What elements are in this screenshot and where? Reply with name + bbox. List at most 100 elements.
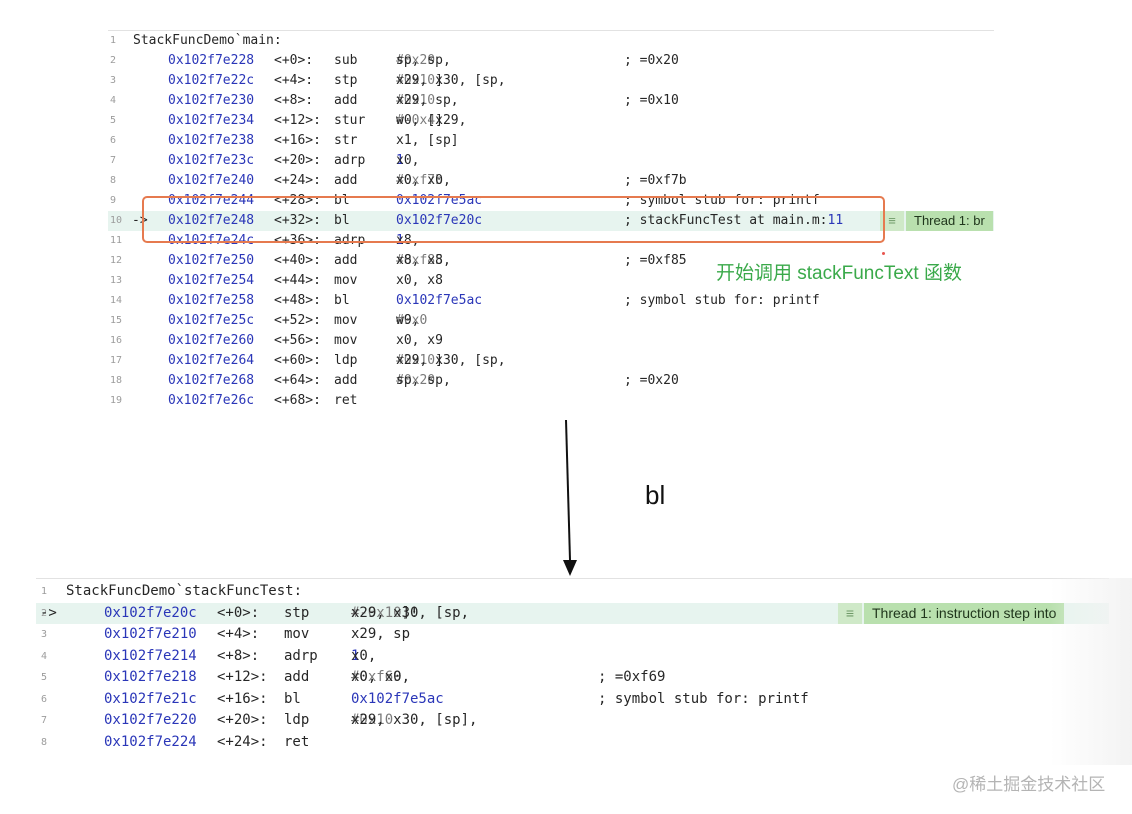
branch-target-address[interactable]: 0x102f7e5ac <box>351 690 444 707</box>
branch-target-address[interactable]: 0x102f7e20c <box>396 213 483 228</box>
operand-text: sp, sp, <box>396 53 459 68</box>
instruction-comment: ; =0x20 <box>624 371 679 391</box>
operand-text: w9, <box>396 313 428 328</box>
instruction-mnemonic: ret <box>334 393 358 408</box>
line-number: 6 <box>110 135 117 146</box>
instruction-offset: <+52>: <box>274 313 321 328</box>
line-number: 10 <box>110 215 123 226</box>
line-number: 1 <box>110 35 117 46</box>
line-number: 18 <box>110 375 123 386</box>
line-number: 8 <box>41 736 48 748</box>
instruction-address: 0x102f7e218 <box>104 669 197 685</box>
instruction-address: 0x102f7e214 <box>104 647 197 664</box>
instruction-address: 0x102f7e23c <box>168 153 255 168</box>
instruction-operands: x0, x0, #0xf69 <box>351 667 410 689</box>
instruction-offset: <+4>: <box>217 626 260 642</box>
line-number: 16 <box>110 335 123 346</box>
instruction-comment: ; =0xf69 <box>598 667 665 689</box>
comment-text: ; symbol stub for: printf <box>624 293 820 308</box>
line-number: 4 <box>41 650 48 662</box>
pc-arrow-indicator: -> <box>40 604 57 621</box>
operand-text: x0, x9 <box>396 333 443 348</box>
numeric-literal: 1 <box>396 233 404 248</box>
instruction-address: 0x102f7e22c <box>168 73 255 88</box>
flow-label: bl <box>645 480 666 510</box>
instruction-address: 0x102f7e250 <box>168 253 255 268</box>
operand-text: ] <box>435 353 443 368</box>
instruction-address: 0x102f7e228 <box>168 53 255 68</box>
instruction-address: 0x102f7e230 <box>168 93 255 108</box>
instruction-offset: <+16>: <box>217 690 268 707</box>
operand-text: x29, x30, [sp, <box>396 353 514 368</box>
instruction-offset: <+36>: <box>274 233 321 248</box>
instruction-offset: <+16>: <box>274 133 321 148</box>
fade-overlay <box>1050 578 1132 765</box>
comment-text: ; =0xf69 <box>598 669 666 685</box>
line-number: 17 <box>110 355 123 366</box>
instruction-address: 0x102f7e20c <box>104 604 197 621</box>
immediate-value: #-0x4 <box>396 113 436 128</box>
thread-status-badge[interactable]: ≡Thread 1: instruction step into <box>838 602 1109 624</box>
instruction-mnemonic: mov <box>334 313 358 328</box>
instruction-offset: <+64>: <box>274 373 321 388</box>
instruction-mnemonic: mov <box>334 333 358 348</box>
comment-text: ; symbol stub for: printf <box>598 690 809 707</box>
comment-text: ; =0x20 <box>624 53 679 68</box>
hamburger-menu-icon[interactable]: ≡ <box>880 211 904 231</box>
trailing-row <box>108 411 994 417</box>
down-arrow-icon <box>563 419 577 576</box>
line-number: 19 <box>110 395 123 406</box>
instruction-comment: ; =0x20 <box>624 51 679 71</box>
instruction-address: 0x102f7e234 <box>168 113 255 128</box>
line-number: 12 <box>110 255 123 266</box>
instruction-operands: 0x102f7e5ac <box>351 689 444 711</box>
highlight-box <box>142 196 885 243</box>
instruction-mnemonic: adrp <box>284 647 318 664</box>
line-number: 5 <box>41 672 48 683</box>
line-number: 15 <box>110 315 123 326</box>
comment-text: ; stackFuncTest at main.m: <box>624 213 828 228</box>
instruction-operands: x29, x30, [sp, #0x10] <box>396 71 506 91</box>
branch-target-address[interactable]: 0x102f7e5ac <box>396 293 483 308</box>
instruction-offset: <+12>: <box>217 669 268 685</box>
instruction-mnemonic: sub <box>334 53 358 68</box>
line-number: 14 <box>110 295 123 306</box>
instruction-mnemonic: ldp <box>284 712 310 728</box>
line-number: 9 <box>110 195 117 206</box>
thread-status-badge[interactable]: ≡Thread 1: br <box>880 211 994 231</box>
instruction-comment: ; =0xf85 <box>624 251 687 271</box>
operand-text: x29, x30, [sp, <box>396 73 514 88</box>
immediate-value: #0x0 <box>396 313 428 328</box>
immediate-value: #0xf85 <box>396 253 443 268</box>
comment-text: ; =0xf85 <box>624 253 687 268</box>
instruction-mnemonic: add <box>334 373 358 388</box>
hamburger-menu-icon[interactable]: ≡ <box>838 602 862 624</box>
operand-text: x1, [sp] <box>396 133 459 148</box>
line-number: 1 <box>41 586 48 597</box>
annotation-dot <box>882 252 885 255</box>
